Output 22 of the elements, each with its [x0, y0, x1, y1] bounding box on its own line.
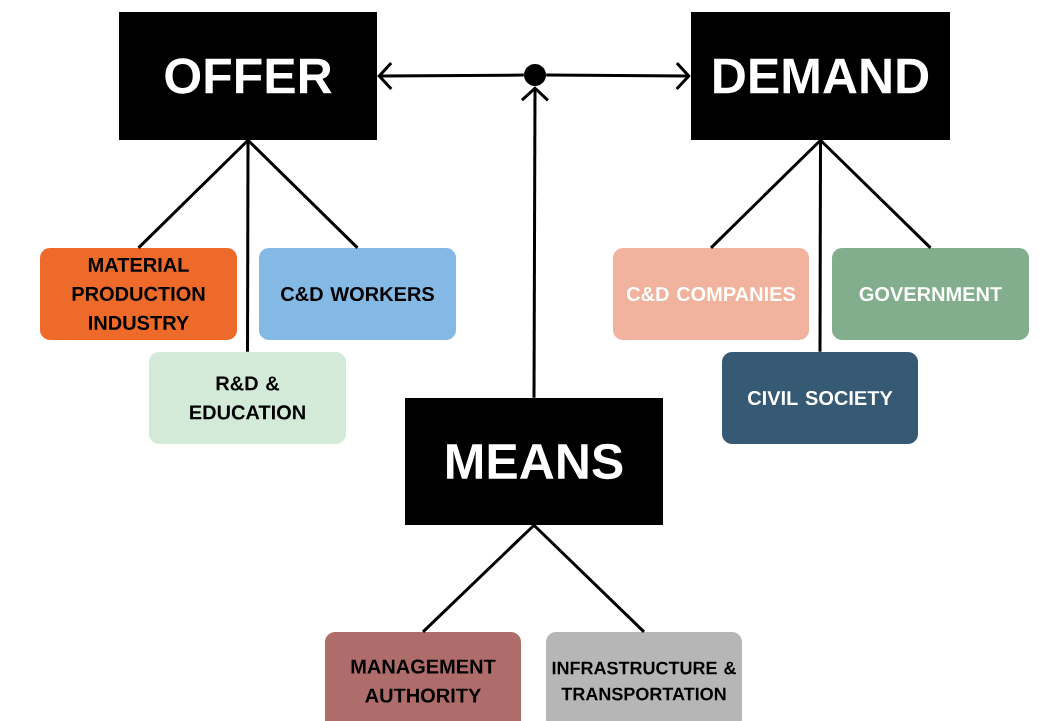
connector-line	[246, 139, 359, 249]
arrow	[546, 61, 691, 90]
heading-box: MEANS	[405, 398, 663, 525]
connector-line	[246, 140, 250, 352]
heading-box: DEMAND	[691, 12, 950, 140]
junction-dot	[524, 64, 546, 86]
heading-box: OFFER	[119, 12, 377, 140]
category-box: CIVIL SOCIETY	[722, 352, 918, 444]
connector-line	[532, 524, 646, 633]
category-box: MANAGEMENT AUTHORITY	[325, 632, 521, 721]
category-box: C&D COMPANIES	[613, 248, 809, 340]
connector-line	[421, 524, 536, 633]
connector-line	[819, 139, 932, 249]
category-box: C&D WORKERS	[259, 248, 456, 340]
connector-line	[709, 139, 822, 249]
category-box: MATERIAL PRODUCTION INDUSTRY	[40, 248, 237, 340]
category-box: GOVERNMENT	[832, 248, 1029, 340]
arrow	[520, 86, 549, 398]
connector-line	[818, 140, 822, 352]
category-box: R&D & EDUCATION	[149, 352, 346, 444]
arrow	[377, 61, 524, 90]
category-box: INFRASTRUCTURE & TRANSPORTATION	[546, 632, 742, 721]
